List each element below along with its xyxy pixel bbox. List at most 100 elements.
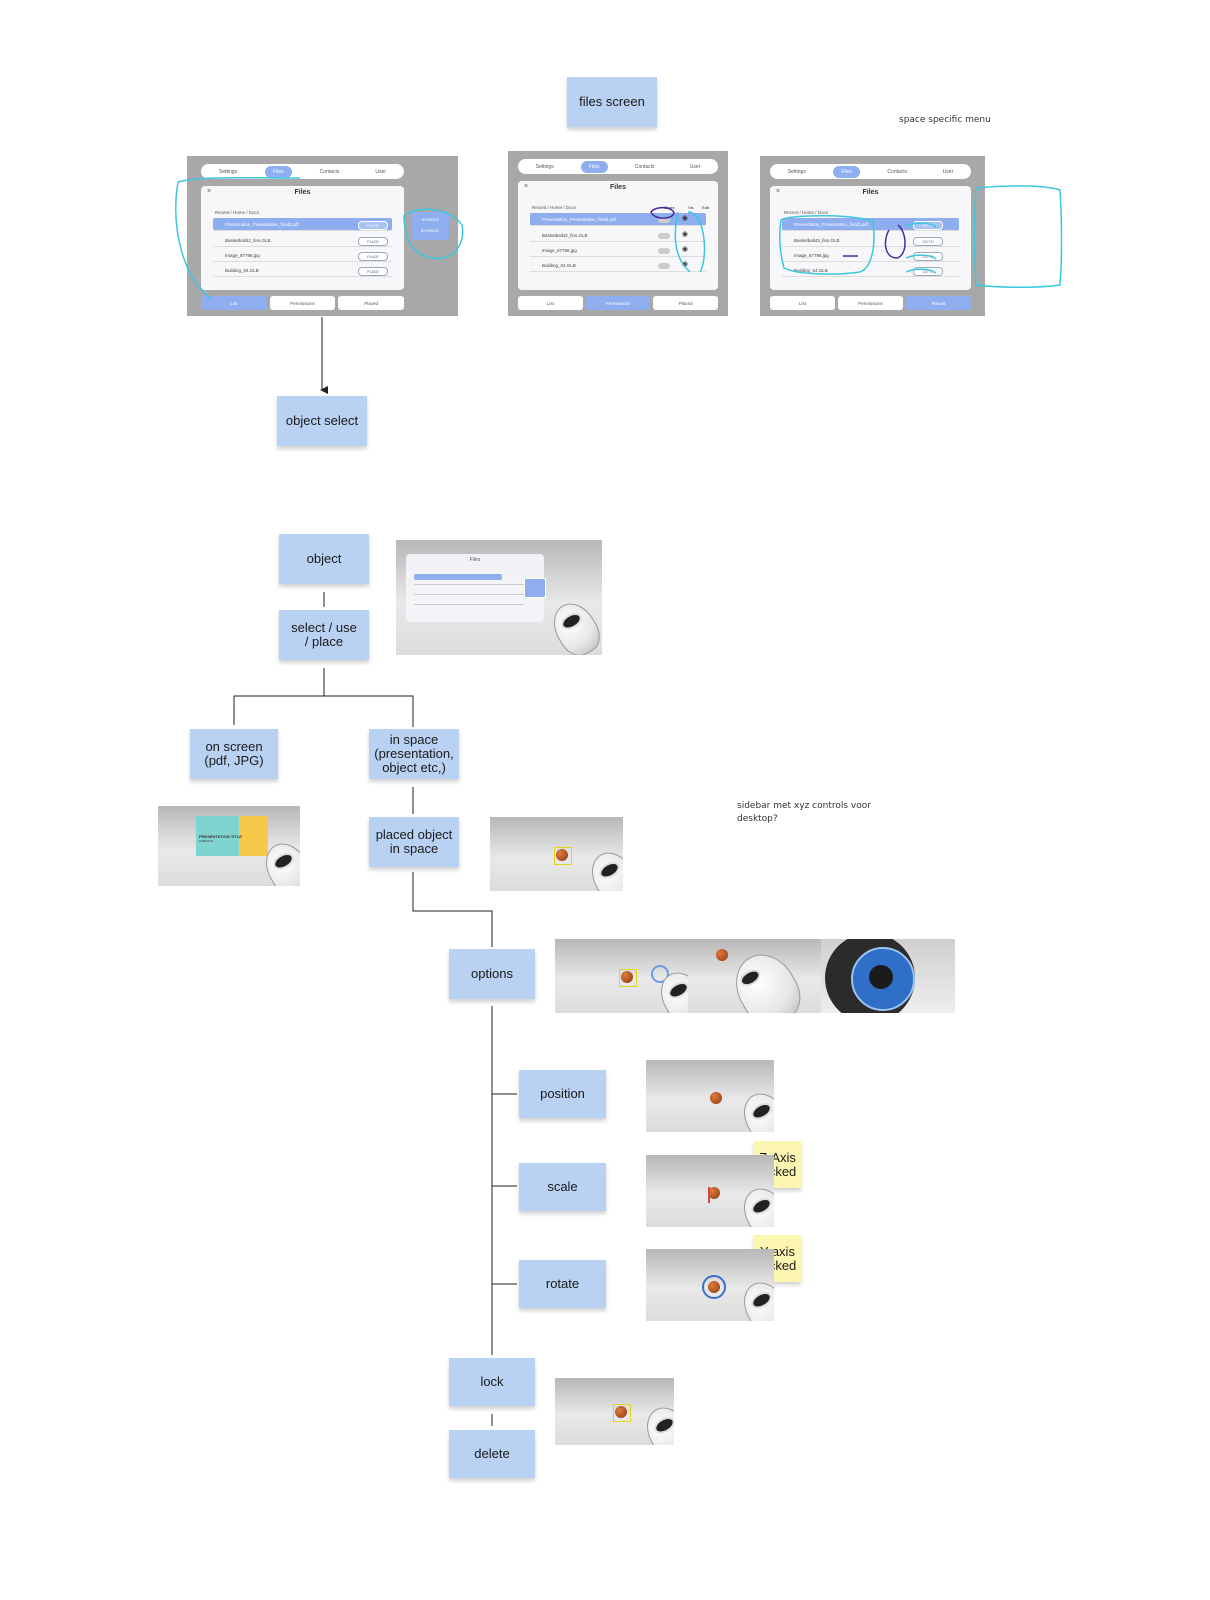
eye-icon[interactable]: ◉ — [681, 246, 688, 253]
files-panel: × Files Recent / Home / Docs Presentatio… — [770, 186, 971, 290]
tab-contacts[interactable]: Contacts — [887, 168, 908, 175]
vr-controller — [735, 1180, 774, 1227]
files-mockup-list: Settings Files Contacts User × Files Rec… — [187, 156, 458, 316]
file-name: Image_87798.jpg — [794, 252, 829, 258]
file-row[interactable]: Image_87798.jpg◉ — [530, 244, 706, 257]
tab-placed[interactable]: Placed — [338, 296, 405, 310]
tab-files[interactable]: Files — [265, 165, 292, 178]
note-object: object — [279, 534, 369, 584]
file-row[interactable]: Presentation_Presentation_final2.pdf◉ — [530, 213, 706, 226]
file-name: Presentation_Presentation_final2.pdf — [225, 221, 299, 227]
goto-button[interactable]: GO TO — [913, 252, 943, 261]
file-row[interactable]: Building_54.GLB ◉ — [530, 259, 706, 272]
share-toggle[interactable] — [658, 217, 670, 223]
tab-settings[interactable]: Settings — [787, 168, 806, 175]
selection-box — [613, 1404, 631, 1422]
vr-controller — [735, 1274, 774, 1321]
tab-list[interactable]: List — [201, 296, 267, 310]
tab-settings[interactable]: Settings — [535, 163, 554, 170]
share-toggle[interactable] — [658, 263, 670, 269]
presentation-title: PRESENTATION TITLE — [199, 834, 242, 839]
place-button[interactable]: PLACE — [358, 252, 388, 261]
divider — [414, 594, 524, 595]
presentation-subtitle: SUBTITLE — [199, 839, 214, 843]
share-toggle[interactable] — [658, 248, 670, 254]
tab-contacts[interactable]: Contacts — [634, 163, 655, 170]
tab-list[interactable]: List — [770, 296, 835, 310]
tab-settings[interactable]: Settings — [219, 168, 238, 175]
goto-button[interactable]: GO TO — [913, 221, 943, 230]
in-space-option[interactable]: IN SPACE — [420, 228, 440, 233]
annotation-sidebar-xyz: sidebar met xyz controls voor desktop? — [737, 801, 871, 824]
tab-contacts[interactable]: Contacts — [319, 168, 340, 175]
tab-placed[interactable]: Placed — [906, 296, 971, 310]
breadcrumb: Recent / Home / Docs — [532, 205, 577, 210]
vr-controller — [723, 943, 811, 1013]
eye-icon[interactable]: ◉ — [681, 231, 688, 238]
basketball-object — [716, 949, 728, 961]
tab-permissions[interactable]: Permissions — [838, 296, 903, 310]
share-toggle[interactable] — [658, 233, 670, 239]
tab-user[interactable]: User — [942, 168, 954, 175]
rotate-ring-icon — [702, 1275, 726, 1299]
eye-icon[interactable]: ◉ — [681, 215, 688, 222]
note-in-space: in space (presentation, object etc,) — [369, 729, 459, 779]
file-name: Building_54.GLB — [794, 267, 828, 273]
note-placed-object: placed object in space — [369, 817, 459, 867]
goto-button[interactable]: GO TO — [913, 237, 943, 246]
tab-user[interactable]: User — [689, 163, 701, 170]
basketball-object — [621, 971, 633, 983]
file-name: Basketball42_fins.GLB — [225, 237, 271, 243]
floating-files-panel: Files — [406, 554, 546, 622]
place-button[interactable]: PLACE — [358, 237, 388, 246]
file-row[interactable]: Basketball42_fins.GLB ◉ — [530, 229, 706, 242]
vr-controller — [735, 1085, 774, 1132]
file-row[interactable]: Building_54.GLB GO TO — [782, 264, 959, 277]
file-name: Basketball42_fins.GLB — [542, 232, 588, 238]
tab-bar: Settings Files Contacts User — [518, 159, 718, 174]
files-panel: × Files Recent / Home / Docs Share Vis E… — [518, 181, 718, 290]
vr-controller — [583, 844, 623, 891]
bottom-tabs: List Permissions Placed — [201, 296, 405, 310]
eye-icon[interactable]: ◉ — [681, 261, 688, 268]
tab-files[interactable]: Files — [833, 165, 860, 178]
files-panel: × Files Recent / Home / Docs Presentatio… — [201, 186, 404, 290]
close-icon[interactable]: × — [524, 183, 529, 190]
axis-gizmo-icon — [708, 1187, 710, 1203]
bottom-tabs: List Permissions Placed — [770, 296, 971, 310]
selected-row — [414, 574, 502, 580]
floating-panel-title: Files — [469, 557, 481, 563]
file-row[interactable]: Basketball42_fins.GLB PLACE — [213, 234, 392, 247]
file-row[interactable]: Image_87798.jpg GO TO — [782, 249, 959, 262]
note-select-use-place: select / use / place — [279, 610, 369, 660]
file-row[interactable]: Basketball42_fins.GLB GO TO — [782, 234, 959, 247]
file-name: Basketball42_fins.GLB — [794, 237, 840, 243]
screen-option[interactable]: SCREEN — [421, 217, 439, 222]
file-name: Building_54.GLB — [542, 262, 576, 268]
tab-permissions[interactable]: Permissions — [585, 296, 651, 310]
place-options-popup: SCREEN IN SPACE — [411, 212, 449, 240]
thumbstick-icon — [869, 965, 893, 989]
col-share: Share — [664, 205, 675, 210]
tab-user[interactable]: User — [375, 168, 386, 175]
place-button[interactable]: PLACE — [358, 267, 388, 276]
tab-permissions[interactable]: Permissions — [269, 296, 336, 310]
tab-files[interactable]: Files — [580, 160, 608, 173]
tab-bar: Settings Files Contacts User — [201, 164, 404, 179]
close-icon[interactable]: × — [776, 188, 781, 195]
tab-list[interactable]: List — [518, 296, 583, 310]
tab-placed[interactable]: Placed — [653, 296, 719, 310]
goto-button[interactable]: GO TO — [913, 267, 943, 276]
scene-position — [646, 1060, 774, 1132]
place-button[interactable]: PLACE — [358, 221, 388, 230]
selection-box — [619, 969, 637, 987]
basketball-object — [556, 849, 568, 861]
vr-controller — [638, 1399, 674, 1445]
file-row[interactable]: Presentation_Presentation_final2.pdf PLAC… — [213, 218, 392, 231]
scene-options-2 — [688, 939, 821, 1013]
presentation-screen: PRESENTATION TITLE SUBTITLE — [196, 816, 268, 856]
